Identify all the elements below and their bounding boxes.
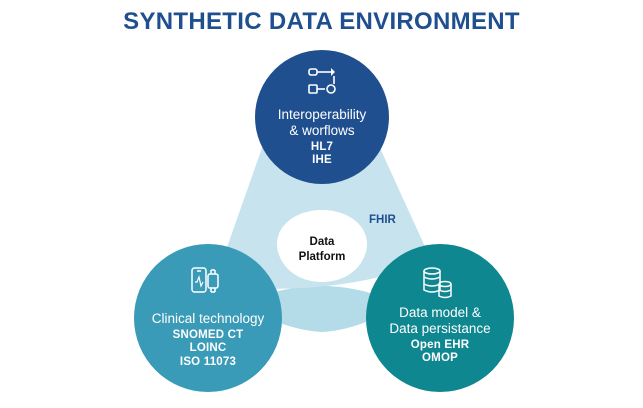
datamodel-std1: Open EHR bbox=[410, 338, 470, 351]
clinical-name-line1: Clinical technology bbox=[151, 311, 265, 326]
workflow-icon bbox=[308, 68, 336, 94]
clinical-std2: LOINC bbox=[189, 342, 227, 355]
data-platform-hub bbox=[277, 210, 367, 282]
datamodel-name-line1: Data model & bbox=[399, 305, 481, 320]
database-icon bbox=[423, 267, 452, 299]
datamodel-name-line2: Data persistance bbox=[389, 320, 491, 336]
interoperability-std1: HL7 bbox=[310, 140, 334, 153]
interoperability-name-line1: Interoperability bbox=[277, 107, 367, 122]
datamodel-std2: OMOP bbox=[422, 352, 458, 365]
center-line1: Data bbox=[309, 236, 335, 248]
clinical-node: Clinical technology SNOMED CT LOINC ISO … bbox=[130, 311, 286, 370]
interoperability-node: Interoperability & worflows HL7 IHE bbox=[257, 107, 387, 168]
page-title: SYNTHETIC DATA ENVIRONMENT bbox=[123, 8, 520, 35]
datamodel-circle bbox=[366, 244, 514, 392]
fhir-label: FHIR bbox=[369, 214, 396, 226]
clinical-circle bbox=[134, 244, 282, 392]
interoperability-circle bbox=[255, 50, 389, 184]
devices-icon bbox=[191, 267, 219, 293]
clinical-std1: SNOMED CT bbox=[172, 328, 244, 341]
center-line2: Platform bbox=[298, 250, 346, 263]
clinical-std3: ISO 11073 bbox=[179, 356, 237, 369]
data-platform-label: Data Platform bbox=[283, 235, 361, 265]
interoperability-name-line2: & worflows bbox=[289, 122, 355, 138]
datamodel-node: Data model & Data persistance Open EHR O… bbox=[366, 305, 514, 366]
interoperability-std2: IHE bbox=[312, 154, 332, 167]
